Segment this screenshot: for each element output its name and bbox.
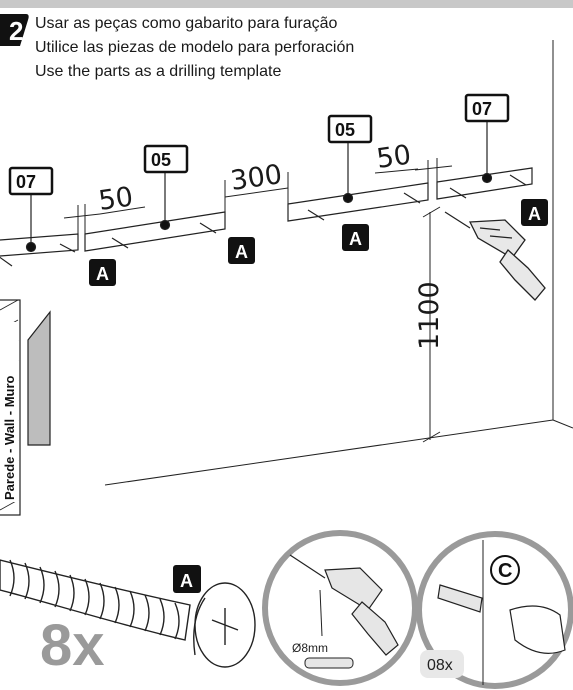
tag-a-4: A (521, 199, 548, 226)
tag-a-3: A (342, 224, 369, 251)
drill-bit-size: Ø8mm (292, 641, 328, 655)
wall-label: Parede - Wall - Muro (2, 375, 17, 500)
instruction-en: Use the parts as a drilling template (35, 63, 281, 80)
part-label-text: 07 (16, 172, 36, 192)
part-leaders (25, 120, 493, 253)
svg-text:A: A (235, 242, 248, 262)
dimension-50-left: 50 (97, 181, 135, 216)
screw-icon (0, 559, 256, 668)
part-label-text: 07 (472, 99, 492, 119)
step-number: 2 (9, 16, 23, 46)
tag-a-screw: A (173, 565, 201, 593)
tag-a-2: A (228, 237, 255, 264)
part-label-text: 05 (335, 120, 355, 140)
dimension-50-right: 50 (375, 139, 413, 174)
step-badge: 2 (0, 14, 29, 46)
top-bar (0, 0, 573, 8)
wall-section: Parede - Wall - Muro (0, 299, 51, 516)
instruction-es: Utilice las piezas de modelo para perfor… (35, 39, 354, 56)
svg-text:A: A (528, 204, 541, 224)
svg-text:A: A (180, 571, 193, 591)
instruction-pt: Usar as peças como gabarito para furação (35, 15, 337, 32)
screw-markers (0, 174, 527, 267)
room-outline (104, 40, 573, 486)
template-panels (0, 167, 533, 257)
detail-wall-anchor: C 08x (416, 531, 573, 689)
detail-drill-bit: Ø8mm (262, 530, 418, 686)
dimension-1100: 1100 (414, 281, 445, 350)
part-label-05-left: 05 (143, 144, 189, 174)
svg-text:A: A (96, 264, 109, 284)
dimension-300: 300 (229, 159, 284, 197)
anchor-tag: C (498, 560, 512, 582)
drill-icon (444, 211, 546, 301)
svg-text:A: A (349, 229, 362, 249)
part-label-07-left: 07 (8, 166, 54, 196)
part-label-text: 05 (151, 150, 171, 170)
part-label-07-right: 07 (464, 93, 510, 123)
dimension-lines (63, 158, 453, 443)
anchor-quantity: 08x (427, 657, 453, 674)
part-label-05-right: 05 (327, 114, 373, 144)
screw-quantity: 8x (40, 613, 105, 678)
tag-a-1: A (89, 259, 116, 286)
